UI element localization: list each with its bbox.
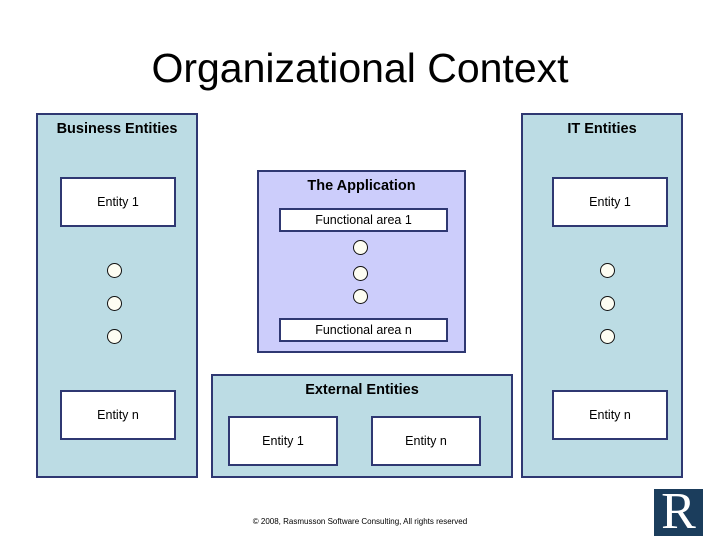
functional-area-last[interactable]: Functional area n bbox=[279, 318, 448, 342]
it-entity-last[interactable]: Entity n bbox=[552, 390, 668, 440]
logo-letter-r: R bbox=[661, 489, 696, 536]
ellipsis-dot-icon bbox=[353, 240, 368, 255]
ellipsis-dot-icon bbox=[107, 329, 122, 344]
ellipsis-dot-icon bbox=[107, 296, 122, 311]
external-entity-last[interactable]: Entity n bbox=[371, 416, 481, 466]
ellipsis-dot-icon bbox=[600, 263, 615, 278]
business-entity-first[interactable]: Entity 1 bbox=[60, 177, 176, 227]
application-heading: The Application bbox=[307, 178, 416, 194]
ellipsis-dot-icon bbox=[353, 289, 368, 304]
ellipsis-dot-icon bbox=[353, 266, 368, 281]
it-entities-panel[interactable]: IT Entities Entity 1 Entity n bbox=[521, 113, 683, 478]
external-entities-heading: External Entities bbox=[305, 382, 419, 398]
it-entities-heading: IT Entities bbox=[567, 121, 637, 137]
business-entities-panel[interactable]: Business Entities Entity 1 Entity n bbox=[36, 113, 198, 478]
functional-area-first[interactable]: Functional area 1 bbox=[279, 208, 448, 232]
business-entity-last[interactable]: Entity n bbox=[60, 390, 176, 440]
ellipsis-dot-icon bbox=[600, 296, 615, 311]
ellipsis-dot-icon bbox=[600, 329, 615, 344]
copyright-notice: © 2008, Rasmusson Software Consulting, A… bbox=[252, 517, 468, 526]
application-panel[interactable]: The Application Functional area 1 Functi… bbox=[257, 170, 466, 353]
ellipsis-dot-icon bbox=[107, 263, 122, 278]
external-entities-panel[interactable]: External Entities Entity 1 Entity n bbox=[211, 374, 513, 478]
page-title: Organizational Context bbox=[151, 45, 569, 91]
it-entity-first[interactable]: Entity 1 bbox=[552, 177, 668, 227]
rasmusson-logo: R bbox=[654, 489, 703, 536]
business-entities-heading: Business Entities bbox=[56, 121, 178, 137]
external-entity-first[interactable]: Entity 1 bbox=[228, 416, 338, 466]
